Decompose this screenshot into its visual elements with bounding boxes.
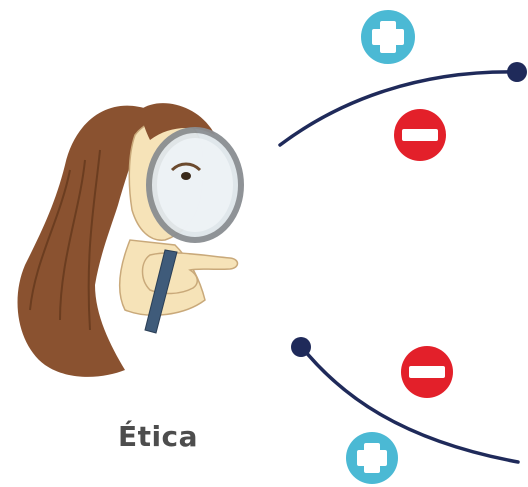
hair bbox=[17, 105, 150, 377]
caption-title: Ética bbox=[117, 420, 199, 453]
hair-strands bbox=[29, 149, 101, 331]
minus-circle-icon bbox=[401, 346, 453, 398]
magnified-pupil bbox=[181, 172, 191, 180]
bottom-arc bbox=[298, 343, 520, 464]
top-arc bbox=[278, 70, 520, 147]
hair-fringe bbox=[140, 103, 215, 140]
magnifier-handle bbox=[144, 249, 178, 334]
magnifier-glass bbox=[157, 138, 233, 232]
plus-circle-icon bbox=[346, 432, 398, 484]
woman-with-magnifier-illustration bbox=[17, 103, 244, 377]
magnified-eye bbox=[170, 162, 202, 172]
top-arc-endpoint bbox=[507, 62, 527, 82]
minus-circle-icon bbox=[394, 109, 446, 161]
bottom-arc-endpoint bbox=[291, 337, 311, 357]
plus-circle-icon bbox=[361, 10, 415, 64]
